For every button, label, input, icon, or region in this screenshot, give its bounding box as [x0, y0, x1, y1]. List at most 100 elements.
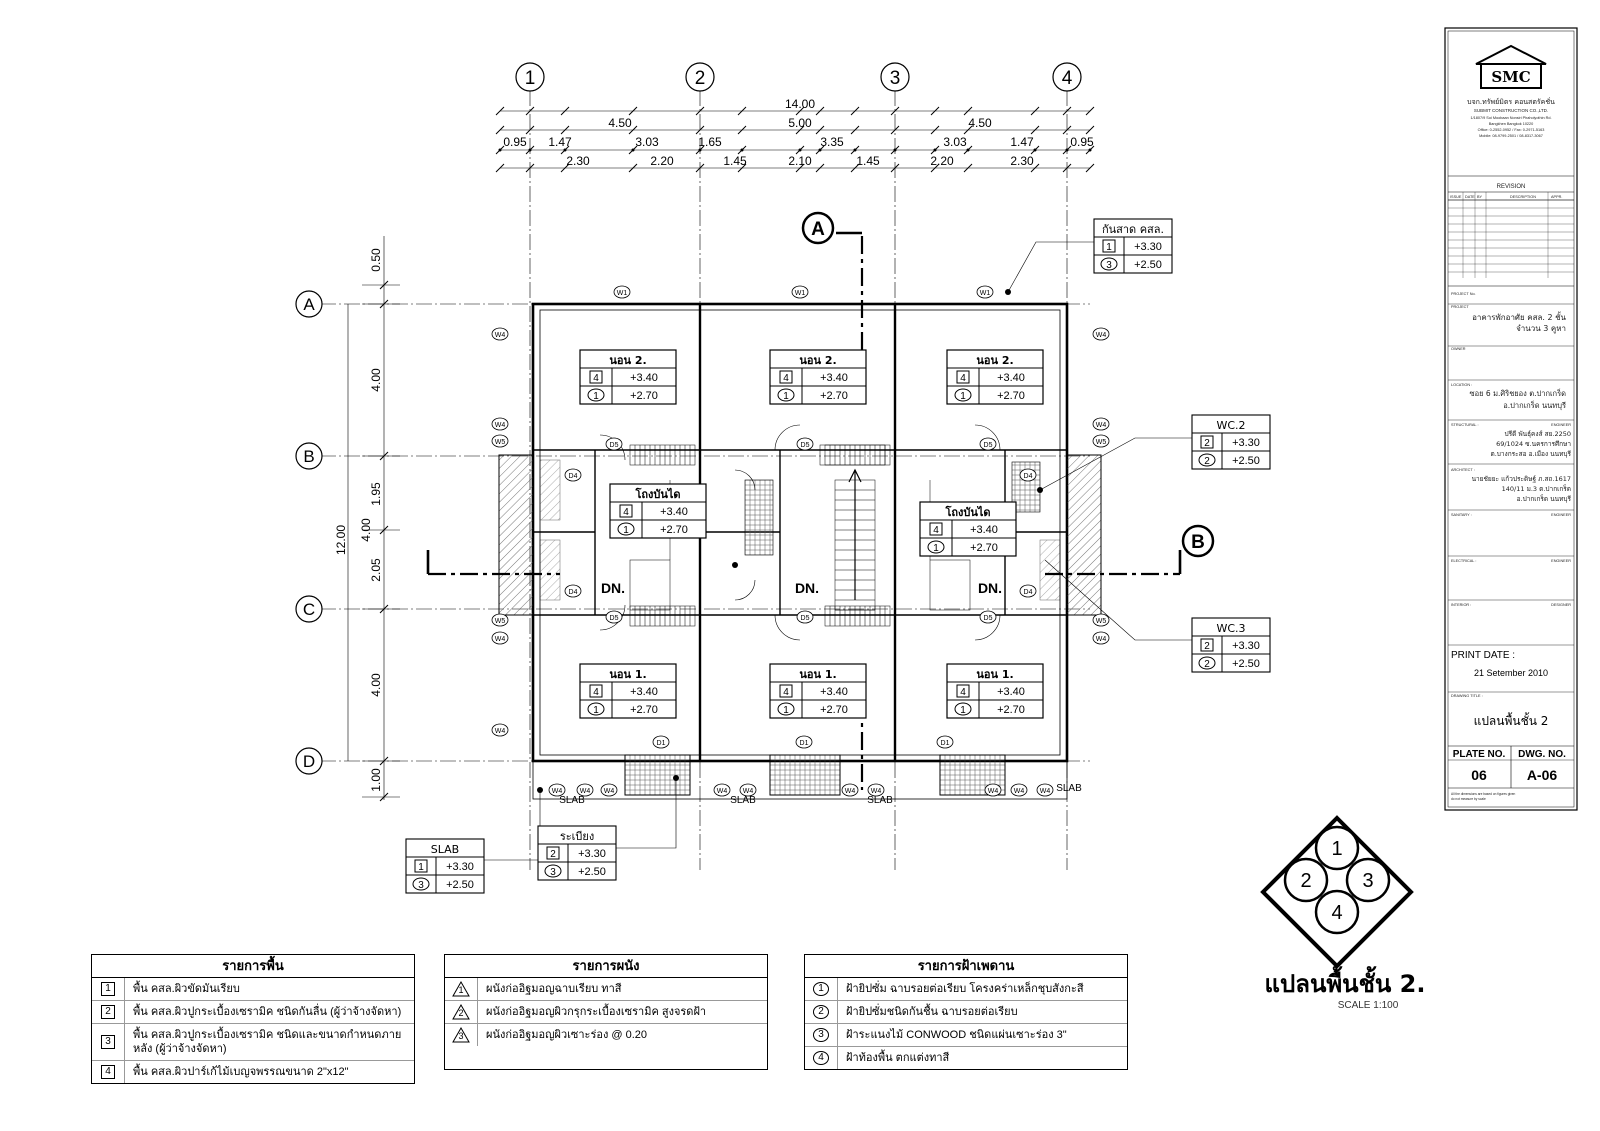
tag-w4: W4: [548, 783, 566, 797]
grid-bubble-C: C: [295, 595, 323, 623]
floor-legend-title: รายการพื้น: [92, 955, 414, 978]
grid-label: 1: [525, 68, 536, 89]
tag-w5: W5: [491, 613, 509, 627]
floor-code: 4: [783, 687, 789, 698]
tag-text: D5: [610, 615, 619, 622]
dim-overall: 12.00: [334, 525, 348, 555]
ceiling-level: +3.40: [970, 524, 998, 536]
title-block-text: Mobile: 08-9799-2501 / 08-8317-3067: [1479, 134, 1543, 138]
dim-text: 2.20: [930, 154, 954, 168]
title-block-text: แปลนพื้นชั้น 2: [1474, 712, 1549, 728]
tag-w1: W1: [976, 285, 994, 299]
title-block-text: 69/1024 ซ.นครการศึกษา: [1496, 440, 1571, 448]
title-block-frame: [1444, 27, 1578, 811]
tag-text: W4: [495, 332, 506, 339]
callout-level: +2.50: [1134, 259, 1162, 271]
tag-w4: W4: [600, 783, 618, 797]
grid-bubble-1: 1: [515, 62, 545, 92]
floor-code: 4: [783, 373, 789, 384]
tag-d1: D1: [795, 735, 813, 749]
callout-title: ระเบียง: [560, 830, 594, 843]
grid-bubble-4: 4: [1052, 62, 1082, 92]
title-block-text: Office: 0-2552-0952 / Fax: 0-2971-5163: [1478, 128, 1545, 132]
callout-level: +3.30: [1232, 640, 1260, 652]
tag-w4: W4: [841, 783, 859, 797]
slab-label: SLAB: [1056, 783, 1082, 794]
logo-text: SMC: [1491, 68, 1530, 86]
tag-text: W1: [617, 290, 628, 297]
legend-code: 4: [813, 1051, 829, 1065]
bedroom-2-table: นอน 2.4+3.401+2.70: [946, 349, 1044, 405]
ceiling-code: 1: [783, 391, 789, 402]
level-callouts: กันสาด คสล.1+3.303+2.50WC.22+3.302+2.50W…: [405, 218, 1271, 894]
bedroom-1-table: นอน 1.4+3.401+2.70: [769, 663, 867, 719]
legend-text: ผนังก่ออิฐมอญผิวเซาะร่อง @ 0.20: [486, 1029, 648, 1041]
room-name: โถงบันได: [634, 487, 680, 501]
dim-overall: 14.00: [785, 97, 815, 111]
tag-w4: W4: [576, 783, 594, 797]
tag-d4: D4: [564, 584, 582, 598]
floor-level: +2.70: [630, 390, 658, 402]
floor-code: 4: [960, 373, 966, 384]
tag-text: W4: [743, 788, 754, 795]
tag-text: D4: [1024, 473, 1033, 480]
title-block-text: do not measure by scale: [1451, 797, 1486, 801]
tag-text: W1: [795, 290, 806, 297]
callout-code: 3: [1106, 260, 1112, 271]
legend-code: 1: [101, 982, 115, 996]
dim-text: 3.03: [943, 135, 967, 149]
legend-row: 4 ฝ้าท้องพื้น ตกแต่งทาสี: [805, 1047, 1127, 1069]
dim-text: 1.45: [723, 154, 747, 168]
dim-text: 1.45: [856, 154, 880, 168]
section-marker-A: A: [801, 211, 835, 245]
title-block-text: BY: [1477, 195, 1483, 199]
dimension-chain-left: [347, 236, 400, 800]
room-labels: นอน 2.4+3.401+2.70 นอน 2.4+3.401+2.70 นอน …: [579, 349, 1044, 719]
callout-title: กันสาด คสล.: [1102, 223, 1164, 236]
tag-d5: D5: [979, 437, 997, 451]
dim-text: 2.30: [1010, 154, 1034, 168]
callout-level: +3.30: [1232, 437, 1260, 449]
floor-level: +2.70: [630, 704, 658, 716]
callout-code: 3: [550, 867, 556, 878]
grid-bubble-B: B: [295, 442, 323, 470]
stair-down-label: DN.: [978, 580, 1002, 596]
callout-code: 2: [1204, 456, 1210, 467]
tag-text: W4: [1096, 636, 1107, 643]
door-swings: [599, 424, 1001, 641]
dim-text: 2.30: [566, 154, 590, 168]
drawing-title-main: แปลนพื้นชั้น 2.: [1265, 965, 1426, 998]
callout-level: +2.50: [1232, 455, 1260, 467]
floor-level: +2.70: [820, 390, 848, 402]
floor-level: +2.70: [997, 390, 1025, 402]
title-block-text: นายชัยยะ แก้วประดิษฐ์ ภ.สถ.1617: [1472, 475, 1571, 483]
tag-text: W4: [1096, 332, 1107, 339]
title-block-text: PROJECT: [1451, 305, 1469, 309]
grid-label: B: [303, 447, 314, 466]
ceiling-level: +3.40: [630, 372, 658, 384]
bedroom-1-table: นอน 1.4+3.401+2.70: [579, 663, 677, 719]
title-block-text: Bangkhen Bangkok 10220: [1489, 122, 1534, 126]
legend-text: ฝ้าท้องพื้น ตกแต่งทาสี: [846, 1052, 950, 1064]
tag-text: W4: [604, 788, 615, 795]
legend-code: 2: [813, 1005, 829, 1019]
tag-text: D5: [984, 442, 993, 449]
ceiling-code: 1: [623, 525, 629, 536]
tag-text: W4: [1096, 422, 1107, 429]
dim-text: 3.35: [820, 135, 844, 149]
legend-text: พื้น คสล.ผิวปาร์เก้ไม้เบญจพรรณขนาด 2"x12…: [133, 1066, 349, 1078]
grid-bubble-D: D: [295, 747, 323, 775]
section-markers: AB: [801, 211, 1215, 558]
tag-w4: W4: [739, 783, 757, 797]
legend-text: ผนังก่ออิฐมอญผิวกรุกระเบื้องเซรามิค สูงจ…: [486, 1006, 707, 1018]
bedroom-2-table: นอน 2.4+3.401+2.70: [579, 349, 677, 405]
tag-d1: D1: [936, 735, 954, 749]
